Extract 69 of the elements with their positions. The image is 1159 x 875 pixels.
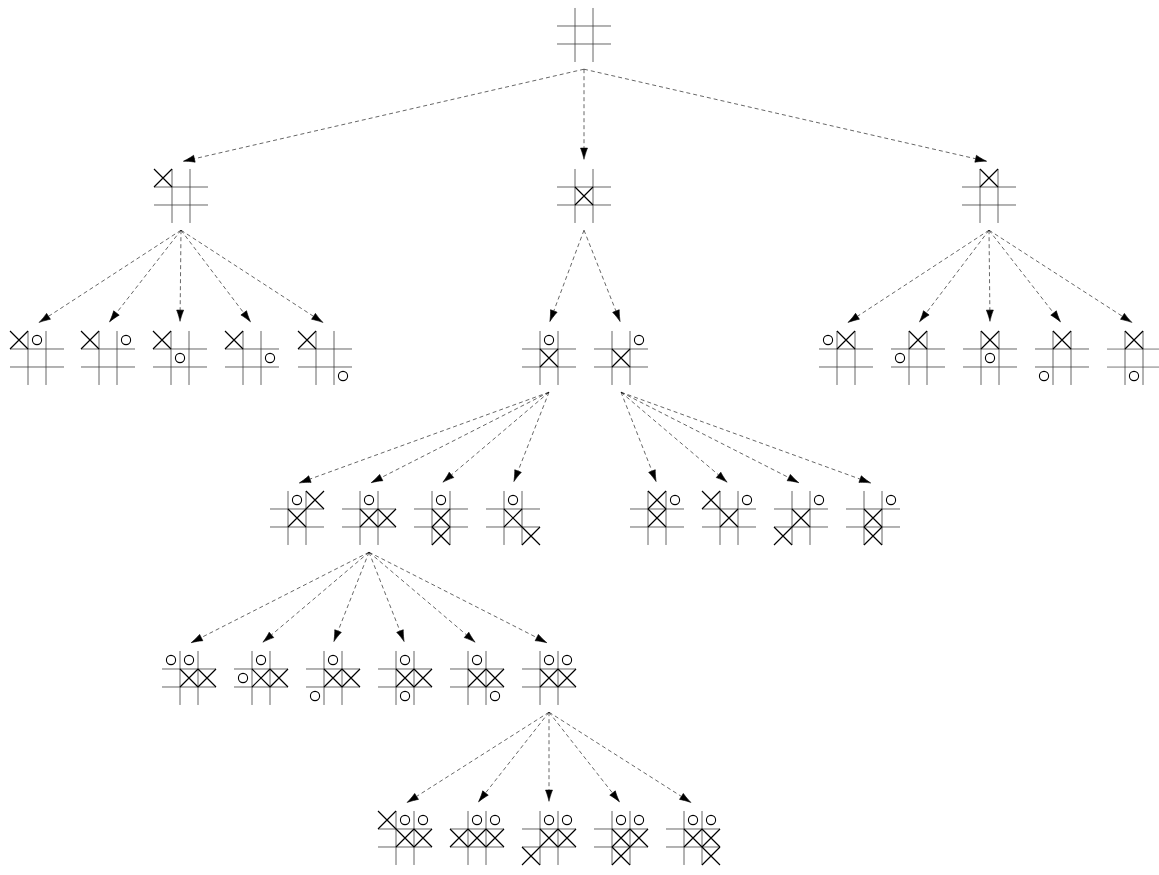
board-drawing: [665, 810, 721, 866]
arrow: [262, 551, 370, 643]
board-drawing: [297, 330, 353, 386]
arrow: [548, 711, 620, 803]
arrow: [583, 68, 987, 163]
board-drawing: [485, 490, 541, 546]
arrow: [580, 68, 588, 160]
board-drawing: [80, 330, 136, 386]
arrow: [368, 551, 405, 642]
board-drawing: [1106, 330, 1159, 386]
board-drawing: [449, 810, 505, 866]
arrow: [406, 711, 550, 803]
board-drawing: [521, 330, 577, 386]
arrow: [620, 391, 657, 482]
arrow: [988, 229, 1061, 323]
board-drawing: [701, 490, 757, 546]
arrow: [620, 391, 800, 483]
arrow: [620, 391, 871, 484]
arrow: [180, 229, 324, 323]
arrow: [513, 391, 550, 482]
arrow: [190, 551, 370, 643]
arrow: [183, 68, 585, 163]
arrow: [478, 711, 550, 803]
board-drawing: [413, 490, 469, 546]
arrow: [545, 711, 553, 802]
arrow: [442, 391, 550, 483]
arrow: [919, 229, 990, 323]
board-drawing: [1034, 330, 1090, 386]
board-drawing: [341, 490, 397, 546]
board-drawing: [233, 650, 289, 706]
arrow: [548, 711, 692, 803]
board-drawing: [845, 490, 901, 546]
arrow: [847, 229, 990, 323]
board-drawing: [556, 7, 612, 63]
board-drawing: [305, 650, 361, 706]
board-drawing: [521, 810, 577, 866]
board-drawing: [153, 168, 209, 224]
arrow: [370, 391, 550, 483]
arrow: [368, 551, 476, 643]
board-drawing: [890, 330, 946, 386]
board-drawing: [449, 650, 505, 706]
board-drawing: [161, 650, 217, 706]
board-drawing: [269, 490, 325, 546]
arrow: [109, 229, 182, 323]
board-drawing: [818, 330, 874, 386]
board-drawing: [377, 810, 433, 866]
arrow: [988, 229, 1133, 323]
arrow: [986, 229, 994, 322]
board-drawing: [593, 810, 649, 866]
board-drawing: [9, 330, 65, 386]
arrow: [299, 391, 550, 484]
arrow: [333, 551, 370, 642]
board-drawing: [556, 168, 612, 224]
board-drawing: [629, 490, 685, 546]
arrow: [38, 229, 182, 323]
arrow: [583, 229, 621, 322]
board-drawing: [224, 330, 280, 386]
arrow: [620, 391, 728, 483]
board-drawing: [152, 330, 208, 386]
board-drawing: [773, 490, 829, 546]
arrow: [176, 229, 184, 322]
arrow: [180, 229, 251, 323]
arrow: [368, 551, 548, 643]
board-drawing: [962, 330, 1018, 386]
board-drawing: [377, 650, 433, 706]
arrow: [549, 229, 585, 322]
board-drawing: [961, 168, 1017, 224]
board-drawing: [593, 330, 649, 386]
board-drawing: [521, 650, 577, 706]
